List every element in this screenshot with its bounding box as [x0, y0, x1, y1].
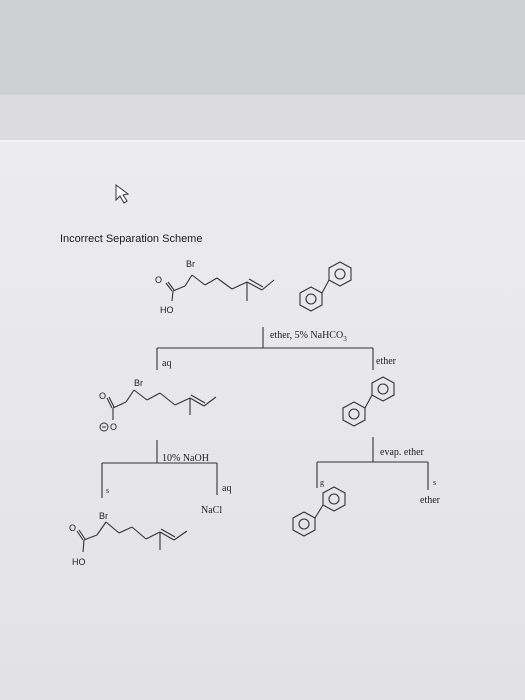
atom-br-mid: Br [134, 378, 143, 388]
carboxylate-structure [106, 389, 217, 420]
divider-line [0, 140, 525, 142]
atom-o-minus: O [110, 422, 118, 432]
top-acid-structure [165, 274, 275, 302]
atom-ho-bottom: HO [72, 557, 86, 567]
top-band [0, 0, 525, 95]
grid-band [0, 95, 525, 140]
scheme-title: Incorrect Separation Scheme [60, 233, 203, 245]
atom-br-top: Br [186, 259, 195, 269]
label-aq-naoh: aq [222, 483, 232, 494]
atom-o-bottom: O [69, 523, 77, 533]
reagent-ether-nahco3: ether, 5% NaHCO3 [270, 330, 347, 343]
bottom-biphenyl-structure [292, 486, 346, 537]
atom-o-mid: O [99, 391, 107, 401]
atom-ho-top: HO [160, 305, 174, 315]
label-aq-layer: aq [162, 358, 172, 369]
label-evap-s: s [433, 478, 437, 487]
atom-o-top: O [155, 275, 163, 285]
label-evap-ether: ether [420, 495, 440, 506]
bottom-acid-structure [76, 521, 188, 553]
top-biphenyl-structure [299, 261, 352, 312]
page-area [0, 142, 525, 700]
label-ether-layer: ether [376, 356, 396, 367]
label-nacl: NaCl [201, 505, 223, 516]
reagent-naoh: 10% NaOH [162, 453, 209, 464]
cursor-icon [115, 184, 130, 204]
ether-biphenyl-structure [342, 376, 395, 427]
label-solid-s: s [106, 486, 110, 495]
negative-charge-icon [99, 422, 109, 432]
atom-br-bottom: Br [99, 511, 108, 521]
reagent-evap-ether: evap. ether [380, 447, 424, 458]
label-evap-g: g [320, 478, 324, 487]
